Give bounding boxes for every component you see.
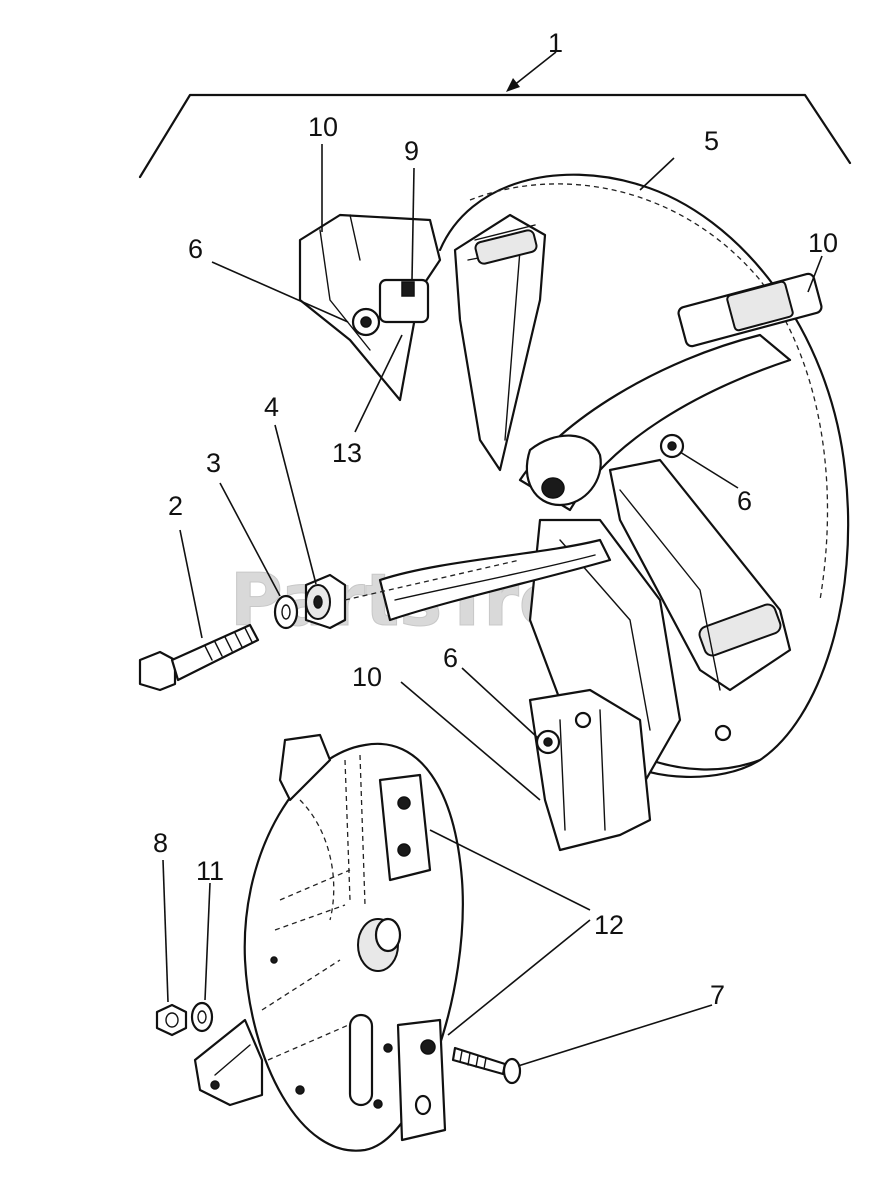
lower-disk-plate bbox=[193, 733, 464, 1152]
callout-10-upper: 10 bbox=[308, 112, 338, 142]
callout-12: 12 bbox=[594, 910, 624, 940]
callout-5: 5 bbox=[704, 126, 719, 156]
callout-11: 11 bbox=[196, 856, 224, 886]
callout-10-right: 10 bbox=[808, 228, 838, 258]
assembly-bracket bbox=[138, 51, 852, 179]
callout-4: 4 bbox=[264, 392, 279, 422]
carriage-screw bbox=[451, 1046, 522, 1085]
callout-9: 9 bbox=[404, 136, 419, 166]
callout-3: 3 bbox=[206, 448, 221, 478]
impeller-rotor-assembly bbox=[298, 173, 850, 852]
callout-1: 1 bbox=[548, 28, 563, 58]
callout-8: 8 bbox=[153, 828, 168, 858]
callout-13: 13 bbox=[332, 438, 362, 468]
leader-lines bbox=[162, 144, 823, 1067]
callout-10-lower: 10 bbox=[352, 662, 382, 692]
bolt-washer-spacer bbox=[138, 559, 521, 692]
callout-6-lower: 6 bbox=[443, 643, 458, 673]
nut-and-washer bbox=[155, 1001, 214, 1037]
callout-2: 2 bbox=[168, 491, 183, 521]
callout-6-right: 6 bbox=[737, 486, 752, 516]
callout-7: 7 bbox=[710, 980, 725, 1010]
callout-labels: 1 2 3 4 5 6 6 6 7 8 9 10 10 10 11 12 13 bbox=[153, 28, 838, 1010]
callout-6-upper: 6 bbox=[188, 234, 203, 264]
